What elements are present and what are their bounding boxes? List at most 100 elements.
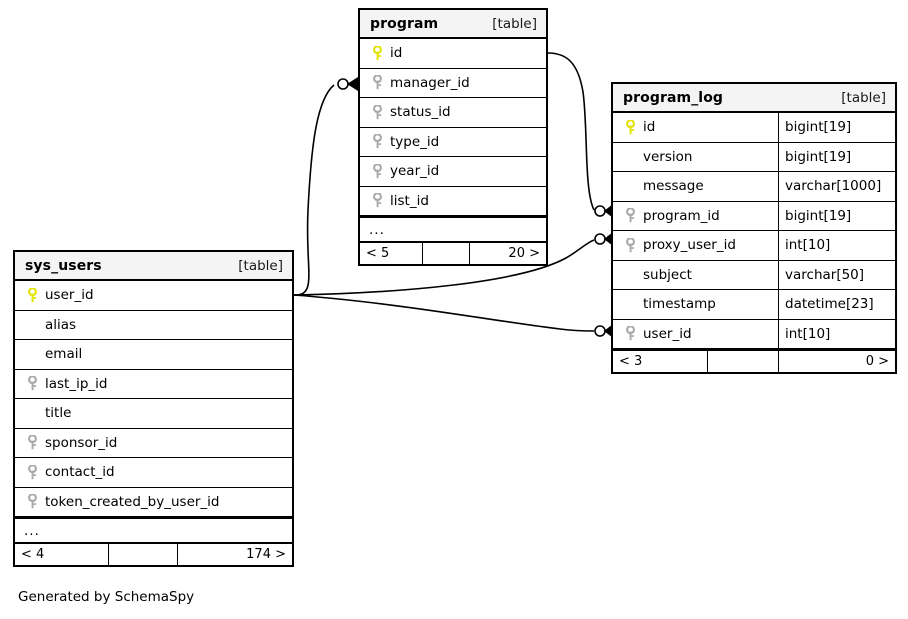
foreign-key-icon: [24, 464, 40, 480]
cardinality-circle-program-manager_id: [337, 78, 349, 90]
column-cell-program-type_id: type_id: [360, 128, 546, 157]
foreign-key-icon: [622, 237, 638, 253]
table-node-program[interactable]: program [table] id: [358, 8, 548, 266]
inbound-relationship-count[interactable]: < 4: [21, 547, 45, 562]
table-row[interactable]: year_id: [360, 157, 546, 187]
column-name-label: token_created_by_user_id: [45, 493, 220, 510]
column-cell-sysusers-contact_id: contact_id: [15, 458, 292, 487]
edge-sysusers-user_id-to-program-manager_id: [293, 84, 335, 296]
column-name-label: contact_id: [45, 464, 115, 481]
table-tag-sys-users: [table]: [238, 257, 283, 274]
table-row[interactable]: token_created_by_user_id: [15, 488, 292, 517]
foreign-key-icon: [369, 104, 385, 120]
column-type-label: int[10]: [778, 231, 895, 260]
table-row[interactable]: message varchar[1000]: [613, 172, 895, 202]
table-row[interactable]: sponsor_id: [15, 429, 292, 458]
column-cell-sysusers-email: email: [15, 340, 292, 369]
row-count[interactable]: 0 >: [777, 351, 895, 372]
table-row[interactable]: last_ip_id: [15, 370, 292, 399]
table-row[interactable]: status_id: [360, 98, 546, 128]
column-type-label: bigint[19]: [778, 113, 895, 142]
column-name-label: title: [45, 405, 72, 422]
column-name-label: type_id: [390, 133, 440, 150]
edge-program-id-to-programlog-program_id: [547, 52, 595, 211]
inbound-relationship-count[interactable]: < 3: [619, 354, 643, 369]
table-row[interactable]: contact_id: [15, 458, 292, 488]
column-name-label: list_id: [390, 192, 429, 209]
table-row[interactable]: email: [15, 340, 292, 370]
primary-key-icon: [24, 287, 40, 303]
table-footer-sys-users: < 4 174 >: [15, 542, 292, 565]
table-node-program-log[interactable]: program_log [table] id bigint[19] versio…: [611, 82, 897, 374]
column-name-label: manager_id: [390, 74, 470, 91]
table-header-sys-users: sys_users [table]: [15, 252, 292, 281]
table-row[interactable]: id: [360, 39, 546, 69]
more-columns-indicator-program: ...: [360, 216, 546, 241]
cardinality-circle-programlog-user_id: [594, 325, 606, 337]
column-cell-programlog-version: version: [613, 143, 778, 172]
table-row[interactable]: program_id bigint[19]: [613, 201, 895, 231]
row-count[interactable]: 174 >: [177, 544, 292, 565]
column-cell-programlog-subject: subject: [613, 261, 778, 290]
table-row[interactable]: type_id: [360, 128, 546, 157]
table-title-sys-users: sys_users: [25, 257, 102, 274]
column-cell-programlog-proxy_user_id: proxy_user_id: [613, 231, 778, 260]
column-cell-sysusers-token_created_by_user_id: token_created_by_user_id: [15, 488, 292, 517]
table-row[interactable]: proxy_user_id int[10]: [613, 231, 895, 261]
no-key-placeholder: [622, 178, 638, 194]
column-name-label: user_id: [45, 287, 94, 304]
column-type-label: bigint[19]: [778, 201, 895, 230]
inbound-relationship-count[interactable]: < 5: [366, 246, 390, 261]
table-row[interactable]: manager_id: [360, 69, 546, 98]
foreign-key-icon: [24, 494, 40, 510]
table-row[interactable]: alias: [15, 311, 292, 340]
column-name-label: subject: [643, 266, 692, 283]
table-header-program: program [table]: [360, 10, 546, 39]
table-footer-program: < 5 20 >: [360, 241, 546, 264]
column-cell-program-year_id: year_id: [360, 157, 546, 186]
foreign-key-icon: [369, 163, 385, 179]
table-row[interactable]: list_id: [360, 187, 546, 216]
table-row[interactable]: id bigint[19]: [613, 113, 895, 143]
table-row[interactable]: version bigint[19]: [613, 142, 895, 172]
no-key-placeholder: [622, 296, 638, 312]
column-type-label: varchar[50]: [778, 260, 895, 289]
foreign-key-icon: [369, 134, 385, 150]
primary-key-icon: [369, 45, 385, 61]
no-key-placeholder: [622, 149, 638, 165]
column-cell-program-status_id: status_id: [360, 98, 546, 127]
table-row[interactable]: timestamp datetime[23]: [613, 290, 895, 320]
column-cell-programlog-message: message: [613, 172, 778, 201]
table-row[interactable]: subject varchar[50]: [613, 260, 895, 290]
column-name-label: last_ip_id: [45, 375, 108, 392]
column-type-label: bigint[19]: [778, 142, 895, 171]
column-name-label: alias: [45, 316, 77, 333]
column-cell-programlog-id: id: [613, 113, 778, 142]
foreign-key-icon: [369, 193, 385, 209]
table-row[interactable]: user_id: [15, 281, 292, 311]
column-cell-sysusers-last_ip_id: last_ip_id: [15, 370, 292, 399]
table-tag-program: [table]: [492, 15, 537, 32]
column-cell-program-list_id: list_id: [360, 187, 546, 216]
column-name-label: version: [643, 148, 693, 165]
row-count[interactable]: 20 >: [468, 243, 546, 264]
table-node-sys-users[interactable]: sys_users [table] user_id alias: [13, 250, 294, 567]
column-name-label: email: [45, 346, 83, 363]
foreign-key-icon: [24, 435, 40, 451]
table-row[interactable]: user_id int[10]: [613, 319, 895, 349]
no-key-placeholder: [24, 346, 40, 362]
foreign-key-icon: [24, 376, 40, 392]
table-tag-program-log: [table]: [841, 89, 886, 106]
column-name-label: user_id: [643, 325, 692, 342]
crowsfoot-program-manager_id: [347, 77, 358, 91]
column-cell-program-id: id: [360, 39, 546, 68]
column-name-label: status_id: [390, 104, 451, 121]
column-cell-sysusers-user_id: user_id: [15, 281, 292, 310]
column-name-label: id: [390, 45, 403, 62]
table-row[interactable]: title: [15, 399, 292, 429]
column-name-label: message: [643, 178, 704, 195]
column-type-label: datetime[23]: [778, 290, 895, 319]
footer-middle-cell: [422, 243, 469, 264]
column-cell-sysusers-alias: alias: [15, 311, 292, 340]
